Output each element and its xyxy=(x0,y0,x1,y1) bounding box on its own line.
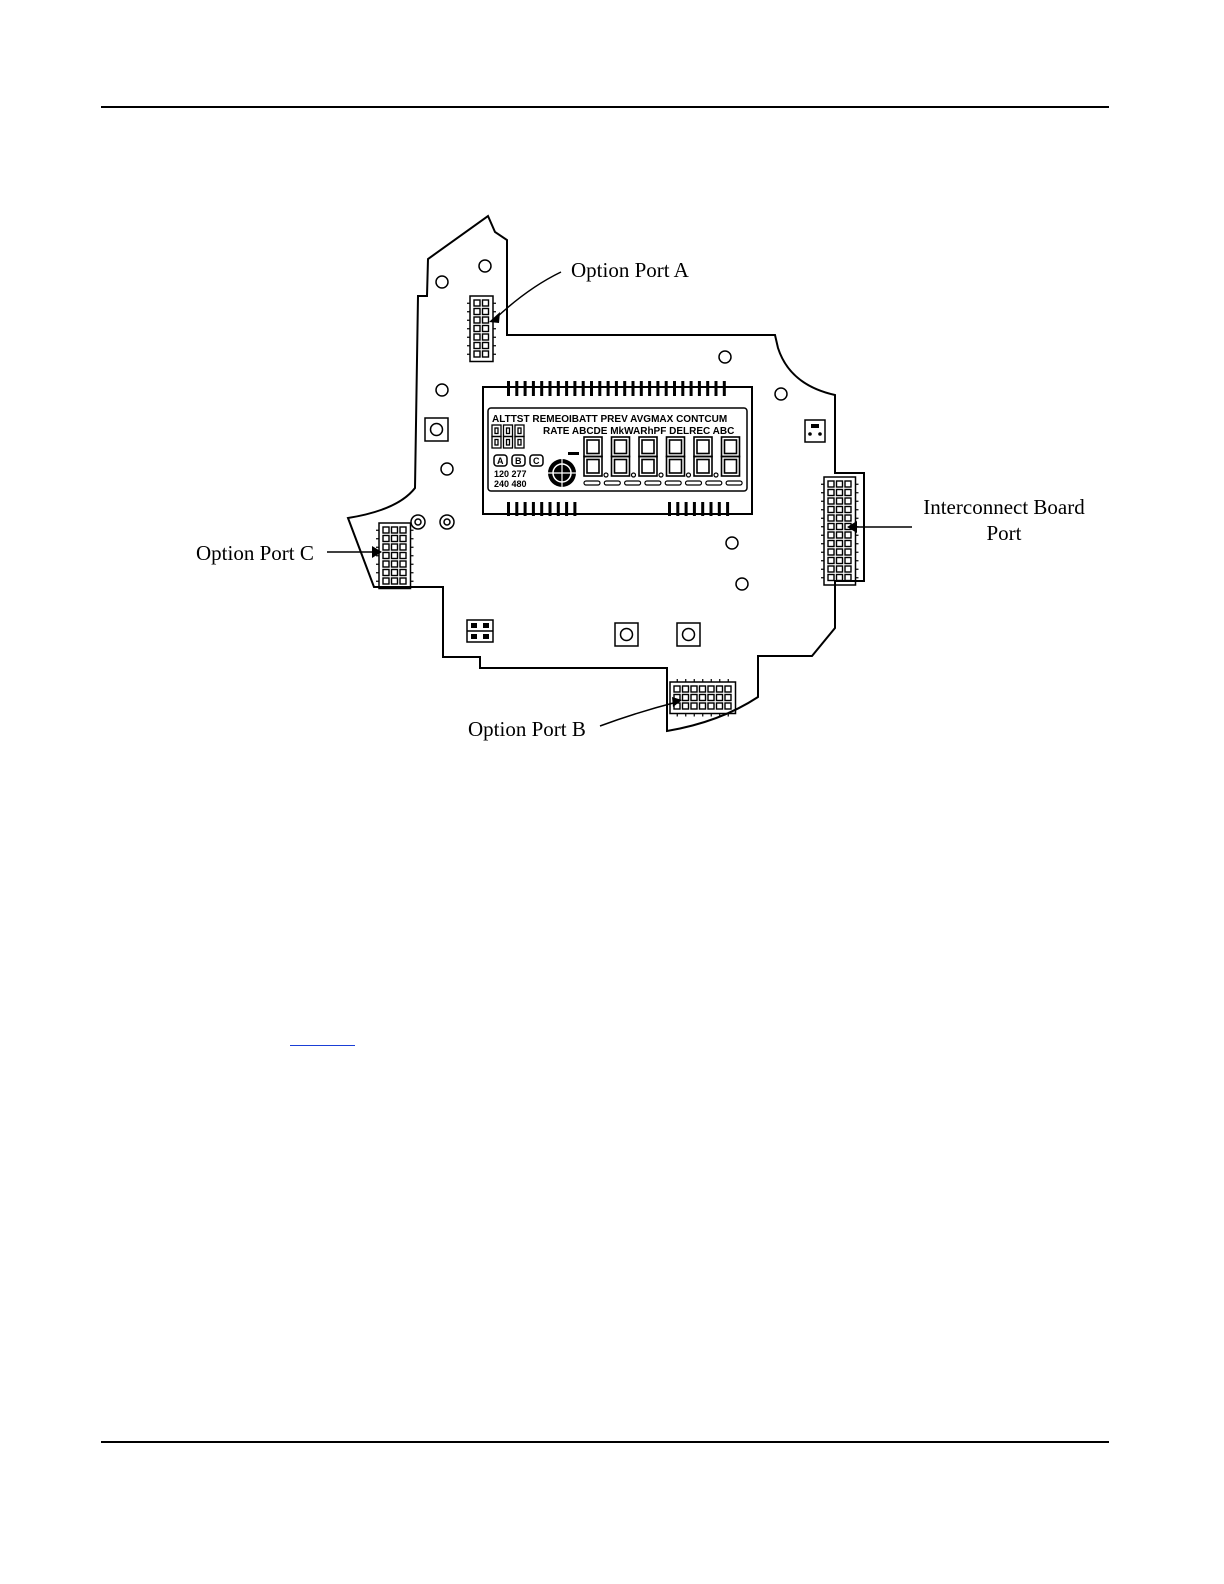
voltage-label-1: 120 277 xyxy=(494,469,527,479)
phase-b-indicator: B xyxy=(515,456,522,466)
option-port-c-label: Option Port C xyxy=(196,541,314,565)
option-port-a-label: Option Port A xyxy=(571,258,690,282)
lcd-pins-top xyxy=(507,381,726,396)
footer-rule xyxy=(101,1441,1109,1443)
phase-a-indicator: A xyxy=(497,456,504,466)
mounting-holes xyxy=(411,260,787,590)
lcd-annunciator-row-2: RATE ABCDE MkWARhPF DELREC ABC xyxy=(543,426,734,437)
lcd-small-digits xyxy=(492,425,524,448)
interconnect-board-connector xyxy=(821,477,859,585)
hyperlink-underline[interactable] xyxy=(290,1045,355,1046)
phase-c-indicator: C xyxy=(533,456,540,466)
option-port-a-connector xyxy=(467,296,496,362)
lcd-bars xyxy=(584,481,742,485)
rotation-indicator-icon xyxy=(548,459,576,487)
option-port-b-connector xyxy=(670,679,736,717)
lcd-big-digits xyxy=(584,437,740,477)
voltage-label-2: 240 480 xyxy=(494,479,527,489)
push-buttons xyxy=(425,418,700,646)
interconnect-board-label-line-1: Interconnect Board xyxy=(923,495,1085,519)
option-port-b-label: Option Port B xyxy=(468,717,586,741)
lcd-display: ALTTST REMEOIBATT PREV AVGMAX CONTCUM RA… xyxy=(483,381,752,516)
interconnect-board-label-line-2: Port xyxy=(986,521,1021,545)
option-port-c-connector xyxy=(376,523,414,589)
lcd-annunciator-row-1: ALTTST REMEOIBATT PREV AVGMAX CONTCUM xyxy=(492,414,727,425)
